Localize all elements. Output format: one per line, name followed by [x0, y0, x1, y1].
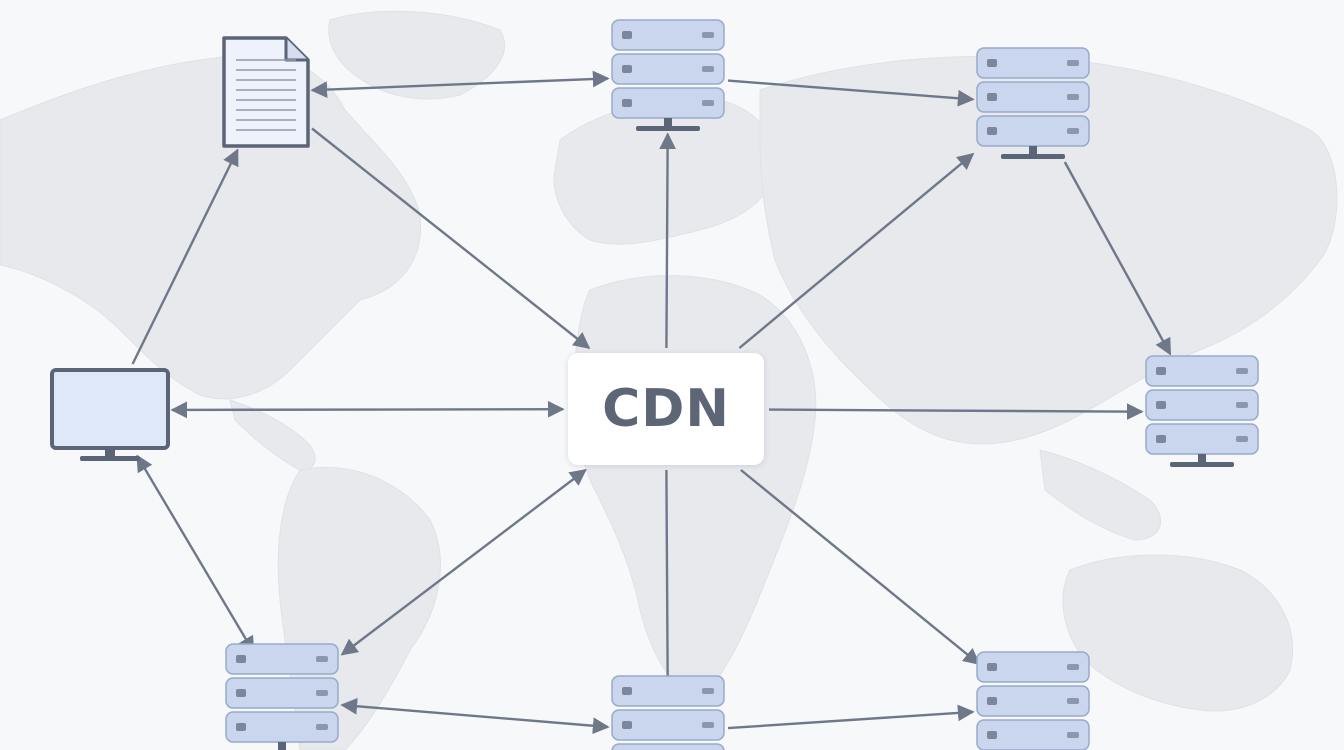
server-led	[622, 99, 632, 107]
server-unit	[976, 47, 1090, 79]
server-icon	[1145, 355, 1259, 467]
map-australia	[1062, 554, 1294, 712]
server-icon	[611, 19, 725, 131]
edge-document-to-hub	[311, 127, 591, 350]
edge-hub-to-server-right	[768, 403, 1144, 421]
map-asia	[759, 55, 1338, 445]
edge-hub-to-server-bottom-left	[340, 468, 587, 656]
server-slot	[702, 722, 714, 728]
server-slot	[702, 688, 714, 694]
server-led	[1156, 367, 1166, 375]
server-icon	[976, 47, 1090, 159]
edge-client-monitor-to-server-bottom-left	[136, 454, 255, 654]
server-unit	[1145, 355, 1259, 387]
server-led	[622, 687, 632, 695]
server-led	[622, 65, 632, 73]
edge-server-top-right-to-server-right	[1063, 161, 1172, 356]
server-slot	[702, 66, 714, 72]
server-led	[1156, 401, 1166, 409]
server-slot	[1236, 368, 1248, 374]
server-unit	[976, 81, 1090, 113]
monitor-stand	[105, 448, 115, 458]
edge-server-bottom-left-to-server-bottom-center	[340, 697, 610, 735]
server-led	[236, 723, 246, 731]
server-unit	[976, 685, 1090, 717]
server-led	[987, 697, 997, 705]
server-stand	[278, 742, 286, 750]
map-north-america	[0, 54, 422, 400]
server-unit	[976, 651, 1090, 683]
server-slot	[702, 100, 714, 106]
monitor-base	[80, 456, 140, 461]
cdn-hub: CDN	[568, 353, 764, 465]
edge-hub-to-server-top-right	[738, 152, 975, 349]
server-slot	[1067, 60, 1079, 66]
server-slot	[1067, 698, 1079, 704]
server-unit	[611, 19, 725, 51]
server-slot	[1067, 128, 1079, 134]
server-led	[987, 731, 997, 739]
server-base	[1001, 154, 1065, 159]
edge-server-bottom-center-to-server-bottom-right	[727, 704, 975, 730]
edge-hub-to-server-bottom-right	[740, 469, 981, 666]
server-led	[987, 127, 997, 135]
server-led	[987, 663, 997, 671]
server-slot	[1067, 94, 1079, 100]
server-slot	[1067, 732, 1079, 738]
server-icon	[225, 643, 339, 750]
monitor-screen	[50, 368, 170, 450]
server-led	[987, 93, 997, 101]
connection-edges	[131, 70, 1172, 735]
server-stand	[1198, 454, 1206, 464]
cdn-hub-label: CDN	[602, 379, 730, 439]
server-led	[236, 689, 246, 697]
server-slot	[1236, 436, 1248, 442]
document-page	[222, 36, 310, 148]
node-icons	[50, 19, 1259, 750]
edge-document-to-server-top-center	[310, 70, 610, 98]
server-unit	[611, 709, 725, 741]
server-slot	[1236, 402, 1248, 408]
edge-hub-to-server-top-center	[659, 132, 677, 349]
document-icon	[222, 36, 310, 148]
server-led	[622, 721, 632, 729]
server-led	[622, 31, 632, 39]
monitor-icon	[50, 368, 170, 461]
edge-server-top-center-to-server-top-right	[727, 79, 975, 107]
server-unit	[225, 677, 339, 709]
server-slot	[702, 32, 714, 38]
server-base	[1170, 462, 1234, 467]
server-stand	[664, 118, 672, 128]
server-unit	[1145, 389, 1259, 421]
server-base	[636, 126, 700, 131]
map-southeast-asia	[1039, 449, 1162, 541]
server-slot	[316, 656, 328, 662]
server-slot	[1067, 664, 1079, 670]
server-unit	[611, 53, 725, 85]
server-unit	[976, 719, 1090, 750]
server-unit	[611, 675, 725, 707]
edge-client-monitor-to-hub	[170, 400, 565, 419]
server-unit	[611, 743, 725, 750]
server-slot	[316, 724, 328, 730]
server-led	[236, 655, 246, 663]
server-unit	[225, 643, 339, 675]
edge-client-monitor-to-document	[131, 148, 239, 365]
server-icon	[976, 651, 1090, 750]
edge-hub-to-server-bottom-center	[659, 469, 677, 704]
server-icon	[611, 675, 725, 750]
server-slot	[316, 690, 328, 696]
server-led	[1156, 435, 1166, 443]
server-stand	[1029, 146, 1037, 156]
server-led	[987, 59, 997, 67]
map-africa	[572, 275, 817, 701]
